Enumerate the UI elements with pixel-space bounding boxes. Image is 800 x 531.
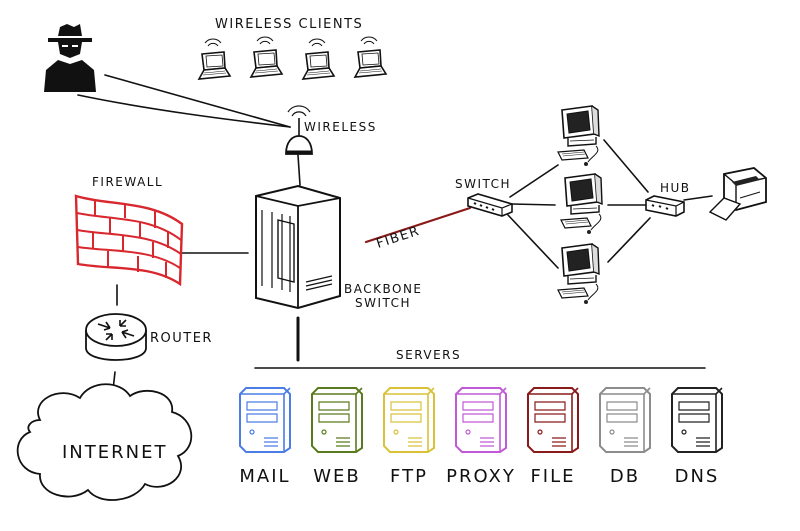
fiber-label: FIBER	[375, 224, 422, 252]
pc3-hub-line	[607, 217, 651, 263]
laptop-icon-1	[198, 38, 231, 80]
wireless-label: WIRELESS	[304, 120, 377, 134]
fiber-line	[364, 206, 472, 244]
server-proxy-label: PROXY	[446, 466, 516, 487]
hacker-wireless-line	[104, 74, 291, 128]
server-file-icon	[527, 387, 579, 453]
backbone-label-line1: BACKBONE	[344, 282, 423, 296]
wireless-backbone-line	[297, 154, 301, 186]
desktop-computer-icon-2	[560, 173, 603, 235]
server-ftp-label: FTP	[390, 466, 428, 487]
server-mail-label: MAIL	[239, 466, 290, 487]
wireless-clients-label: WIRELESS CLIENTS	[215, 17, 363, 32]
router-label: ROUTER	[150, 331, 213, 346]
firewall-icon	[74, 194, 184, 287]
server-dns-label: DNS	[675, 466, 720, 487]
backbone-label-line2: SWITCH	[355, 296, 411, 310]
laptop-icon-4	[354, 36, 387, 78]
desktop-computer-icon-3	[557, 243, 600, 305]
hacker-icon	[44, 24, 96, 92]
switch-icon	[467, 193, 513, 217]
connection-lines	[77, 74, 713, 391]
server-web-icon	[311, 387, 363, 453]
switch-pc3-line	[507, 214, 559, 269]
laptop-icon-3	[302, 38, 335, 80]
server-ftp-icon	[383, 387, 435, 453]
internet-cloud-icon	[16, 383, 193, 501]
server-row: MAIL WEB FTP PROXY FILE DB DNS	[239, 387, 723, 487]
switch-pc1-line	[509, 164, 559, 198]
hub-printer-line	[683, 195, 713, 201]
printer-icon	[708, 167, 767, 221]
hub-label: HUB	[660, 181, 691, 195]
servers-label: SERVERS	[396, 348, 461, 362]
server-db-label: DB	[610, 466, 640, 487]
backbone-switch-icon	[255, 184, 341, 310]
server-web-label: WEB	[313, 466, 361, 487]
hacker-wireless-line-2	[77, 94, 291, 128]
switch-pc2-line	[511, 203, 556, 206]
server-db-icon	[599, 387, 651, 453]
internet-label: INTERNET	[62, 442, 167, 463]
router-icon	[85, 313, 147, 361]
server-file-label: FILE	[530, 466, 575, 487]
wireless-access-point-icon	[285, 105, 313, 155]
hub-icon	[645, 195, 685, 217]
server-mail-icon	[239, 387, 291, 453]
desktop-computer-icon-1	[557, 105, 600, 167]
firewall-label: FIREWALL	[92, 175, 163, 189]
laptop-icon-2	[250, 36, 283, 78]
pc1-hub-line	[603, 139, 649, 193]
switch-label: SWITCH	[455, 177, 511, 191]
server-proxy-icon	[455, 387, 507, 453]
server-dns-icon	[671, 387, 723, 453]
